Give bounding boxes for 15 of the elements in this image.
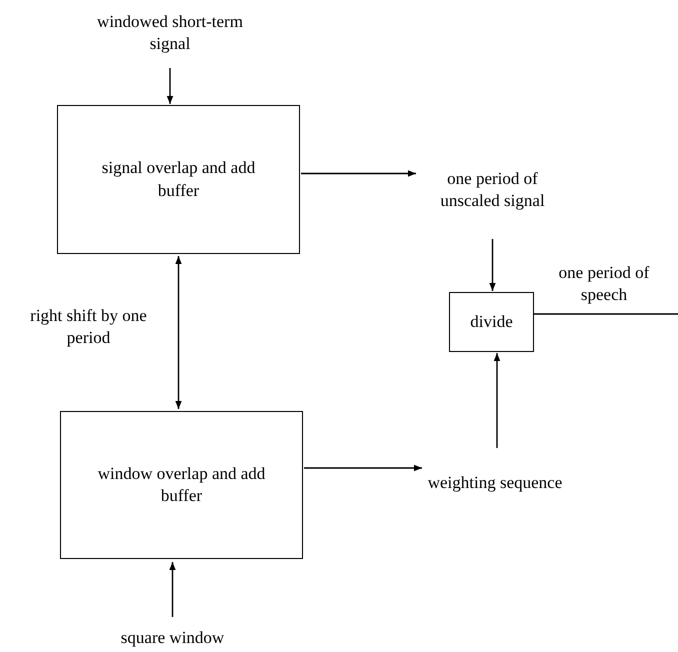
process-box: divide [449,292,534,352]
arrow [169,562,176,617]
input-label: windowed short-term signal [96,10,244,55]
arrow [301,170,416,177]
arrow [166,68,174,104]
connector-line [534,313,678,315]
arrow [494,353,500,448]
arrow [175,256,182,409]
signal-label: one period of unscaled signal [439,168,546,212]
process-box: signal overlap and add buffer [57,105,300,254]
arrow [489,239,496,291]
signal-label: weighting sequence [428,472,562,494]
process-box: window overlap and add buffer [60,411,303,559]
input-label: square window [120,627,224,650]
arrow [304,464,422,472]
